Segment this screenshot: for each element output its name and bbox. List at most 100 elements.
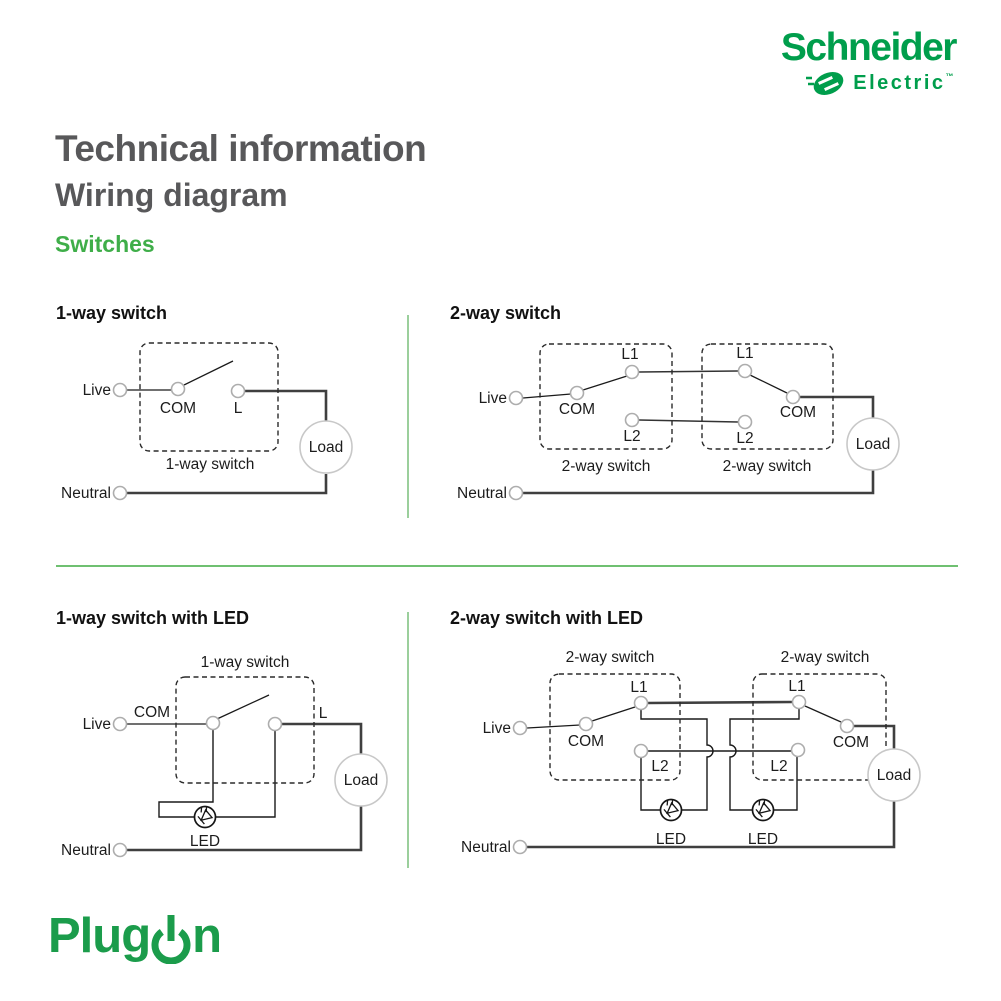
label-l1-switch1: L1 (630, 679, 647, 696)
wire-live-to-com (526, 724, 581, 729)
schneider-emblem-icon (806, 72, 844, 95)
label-live: Live (83, 716, 111, 733)
terminal-l (230, 383, 246, 399)
terminal-neutral (112, 485, 128, 501)
wire-neutral-to-load (523, 470, 875, 495)
led-circle (193, 805, 217, 829)
switch-blade (216, 694, 270, 720)
terminals (112, 715, 283, 858)
label-load: Load (856, 436, 890, 453)
wire-led-to-l (216, 731, 276, 818)
terminal-live (512, 720, 528, 736)
label-neutral: Neutral (61, 485, 111, 502)
label-com1: COM (559, 401, 595, 418)
label-live: Live (479, 390, 507, 407)
switch-enclosure-box-1 (549, 673, 681, 781)
label-led1: LED (656, 831, 686, 848)
wire-com2-to-load (854, 724, 896, 749)
led-symbol-1 (659, 798, 683, 822)
wires-live-blades (526, 705, 842, 729)
terminal-neutral (512, 839, 528, 855)
label-load: Load (877, 767, 911, 784)
diagram-2way-switch-led: 2-way switch 2-way switch Live COM L1 L2… (461, 649, 921, 856)
heading-1way-switch: 1-way switch (56, 303, 168, 323)
wire-l1-l1 (647, 700, 793, 705)
schneider-logo-wordmark: Schneider (780, 26, 958, 69)
terminal-l2-switch1 (624, 412, 640, 428)
divider-vertical-bottom (407, 612, 409, 868)
wire-live-to-com (522, 393, 572, 399)
diagram-1way-switch: Live COM L 1-way switch Load Neutral (61, 342, 353, 502)
label-load: Load (344, 772, 378, 789)
label-com2: COM (780, 404, 816, 421)
wire-l1-l1 (638, 370, 739, 373)
label-l2-switch2: L2 (770, 758, 787, 775)
wire-com-to-led (158, 730, 214, 818)
switch-enclosures (539, 343, 834, 450)
label-live: Live (483, 720, 511, 737)
terminal-live (508, 390, 524, 406)
terminal-l2-switch1 (633, 743, 649, 759)
schneider-logo: Schneider Electric™ (780, 26, 958, 99)
wire-led2-to-l2s2 (774, 757, 798, 811)
terminal-l2-switch2 (790, 742, 806, 758)
caption-2way-switch-1: 2-way switch (566, 649, 655, 666)
page-title: Technical information (55, 128, 427, 169)
label-com2: COM (833, 734, 869, 751)
label-l: L (234, 400, 243, 417)
label-led: LED (190, 833, 220, 850)
wires-led-branches (640, 709, 800, 811)
wire-led1-to-l2s1 (640, 758, 660, 811)
label-com: COM (134, 704, 170, 721)
terminal-l1-switch2 (737, 363, 753, 379)
divider-horizontal (56, 565, 958, 567)
wires-load-neutral (523, 395, 875, 495)
label-l: L (319, 705, 328, 722)
label-neutral: Neutral (457, 485, 507, 502)
terminal-com (170, 381, 186, 397)
terminal-l (267, 716, 283, 732)
wire-l2-l2 (638, 419, 739, 423)
heading-1way-switch-led: 1-way switch with LED (56, 608, 250, 628)
wire-neutral-to-load (527, 801, 896, 849)
label-l1-switch2: L1 (736, 345, 753, 362)
terminals (508, 363, 801, 501)
heading-2way-switch: 2-way switch (450, 303, 562, 323)
wires-interconnect (638, 370, 739, 423)
label-l1-switch1: L1 (621, 346, 638, 363)
led-symbol-2 (751, 798, 775, 822)
wires-load-neutral (127, 722, 363, 852)
terminal-com1 (569, 385, 585, 401)
switch-enclosure-box (139, 342, 279, 452)
load-circle (334, 753, 388, 807)
wire-com2-to-load (800, 395, 875, 419)
switch-blade-2 (804, 705, 842, 723)
switch-blade (183, 360, 234, 386)
terminal-com (205, 715, 221, 731)
wires-live (127, 360, 234, 391)
label-live: Live (83, 382, 111, 399)
wire-l-to-load (245, 389, 328, 421)
divider-vertical-top (407, 315, 409, 518)
label-l2-switch1: L2 (651, 758, 668, 775)
led-symbol (193, 805, 217, 829)
switch-enclosure-box-2 (752, 673, 887, 781)
caption-1way-switch: 1-way switch (166, 456, 255, 473)
trademark-mark: ™ (945, 72, 956, 81)
label-l2-switch1: L2 (623, 428, 640, 445)
caption-2way-switch-1: 2-way switch (562, 458, 651, 475)
terminal-l1-switch1 (624, 364, 640, 380)
wire-l-to-load (282, 722, 363, 754)
led1-circle (659, 798, 683, 822)
category-label: Switches (55, 231, 155, 257)
wire-l1s1-to-led1 (640, 710, 714, 811)
switch-enclosure-box (175, 676, 315, 784)
label-led2: LED (748, 831, 778, 848)
terminal-l2-switch2 (737, 414, 753, 430)
terminal-live (112, 382, 128, 398)
wire-l1s2-to-led2 (729, 709, 800, 811)
terminal-live (112, 716, 128, 732)
label-com1: COM (568, 733, 604, 750)
wire-neutral-to-load (127, 474, 328, 495)
